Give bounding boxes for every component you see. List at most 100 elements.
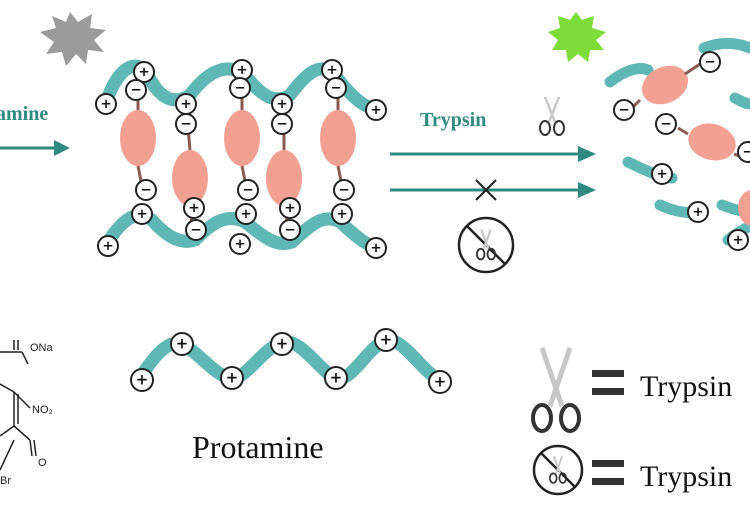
drug-particle bbox=[688, 123, 736, 161]
svg-text:+: + bbox=[176, 335, 188, 353]
svg-text:+: + bbox=[380, 331, 392, 349]
legend-label-1: Trypsin bbox=[640, 370, 732, 403]
starburst-dim-icon bbox=[40, 12, 106, 66]
drug-particle bbox=[738, 190, 750, 226]
positive-charge: + bbox=[97, 235, 119, 257]
svg-text:+: + bbox=[180, 96, 191, 112]
svg-text:−: − bbox=[338, 182, 349, 198]
svg-text:+: + bbox=[136, 371, 148, 389]
negative-charge: − bbox=[699, 51, 721, 73]
protamine-caption: Protamine bbox=[192, 429, 324, 465]
negative-charge: − bbox=[271, 113, 293, 135]
svg-text:+: + bbox=[434, 373, 446, 391]
svg-text:+: + bbox=[100, 96, 111, 112]
protamine-drug-complex: ++−+−+−+−+−+−+−+−+−+−++++ bbox=[95, 59, 387, 259]
svg-text:−: − bbox=[330, 80, 341, 96]
positive-charge: + bbox=[231, 59, 253, 81]
drug-particle bbox=[641, 65, 689, 105]
svg-text:+: + bbox=[370, 240, 381, 256]
svg-text:−: − bbox=[130, 82, 141, 98]
svg-text:+: + bbox=[732, 232, 743, 248]
svg-text:+: + bbox=[276, 96, 287, 112]
svg-text:+: + bbox=[226, 369, 238, 387]
positive-charge: + bbox=[321, 59, 343, 81]
positive-charge: + bbox=[175, 93, 197, 115]
svg-text:+: + bbox=[284, 200, 295, 216]
chem-no2: NO₂ bbox=[32, 404, 53, 416]
svg-text:+: + bbox=[330, 369, 342, 387]
svg-text:−: − bbox=[284, 222, 295, 238]
svg-text:+: + bbox=[326, 62, 337, 78]
svg-text:+: + bbox=[102, 238, 113, 254]
fragment-drugs bbox=[641, 65, 750, 226]
legend-label-2: Trypsin bbox=[640, 460, 732, 493]
svg-text:−: − bbox=[234, 80, 245, 96]
fragment-charges: − − − − + + + bbox=[613, 51, 750, 251]
svg-text:−: − bbox=[190, 222, 201, 238]
complex-charges: ++−+−+−+−+−+−+−+−+−+−++++ bbox=[95, 59, 387, 259]
svg-text:−: − bbox=[618, 102, 629, 118]
svg-text:−: − bbox=[276, 116, 287, 132]
positive-charge: + bbox=[133, 61, 155, 83]
negative-charge: − bbox=[655, 113, 677, 135]
negative-charge: − bbox=[175, 113, 197, 135]
svg-text:+: + bbox=[692, 204, 703, 220]
left-arrow bbox=[0, 140, 70, 156]
negative-charge: − bbox=[135, 179, 157, 201]
positive-charge: + bbox=[130, 368, 154, 392]
positive-charge: + bbox=[428, 370, 452, 394]
svg-text:+: + bbox=[240, 206, 251, 222]
positive-charge: + bbox=[365, 237, 387, 259]
svg-text:+: + bbox=[136, 206, 147, 222]
negative-charge: − bbox=[185, 219, 207, 241]
chem-oxygen: O bbox=[38, 457, 47, 469]
svg-text:+: + bbox=[138, 64, 149, 80]
positive-charge: + bbox=[235, 203, 257, 225]
svg-text:+: + bbox=[370, 102, 381, 118]
protamine-charges: + + + + + + + bbox=[130, 328, 452, 394]
drug-particle bbox=[224, 110, 260, 166]
legend-equals-2 bbox=[592, 460, 624, 485]
protamine-strand: + + + + + + + bbox=[130, 328, 452, 394]
svg-text:+: + bbox=[276, 335, 288, 353]
blocked-arrow bbox=[390, 179, 596, 201]
left-arrow-label: amine bbox=[0, 103, 48, 125]
legend-no-scissors-icon bbox=[532, 444, 584, 496]
no-scissors-icon bbox=[457, 216, 515, 274]
svg-text:−: − bbox=[660, 116, 671, 132]
drug-particle bbox=[320, 110, 356, 166]
svg-text:+: + bbox=[234, 236, 245, 252]
trypsin-label: Trypsin bbox=[420, 109, 486, 131]
positive-charge: + bbox=[271, 93, 293, 115]
cleavage-arrow bbox=[390, 146, 596, 162]
positive-charge: + bbox=[374, 328, 398, 352]
svg-text:+: + bbox=[236, 62, 247, 78]
negative-charge: − bbox=[125, 79, 147, 101]
scissors-small-icon bbox=[539, 96, 565, 136]
svg-text:−: − bbox=[180, 116, 191, 132]
positive-charge: + bbox=[331, 203, 353, 225]
negative-charge: − bbox=[613, 99, 635, 121]
positive-charge: + bbox=[727, 229, 749, 251]
svg-text:+: + bbox=[336, 206, 347, 222]
legend-scissors-icon bbox=[531, 347, 581, 433]
drug-particle bbox=[266, 150, 302, 206]
negative-charge: − bbox=[229, 77, 251, 99]
chemical-structure bbox=[0, 340, 37, 471]
negative-charge: − bbox=[279, 219, 301, 241]
chem-ona: ONa bbox=[30, 342, 54, 354]
negative-charge: − bbox=[325, 77, 347, 99]
positive-charge: + bbox=[270, 332, 294, 356]
svg-text:−: − bbox=[140, 182, 151, 198]
svg-text:−: − bbox=[704, 54, 715, 70]
positive-charge: + bbox=[651, 163, 673, 185]
positive-charge: + bbox=[229, 233, 251, 255]
positive-charge: + bbox=[324, 366, 348, 390]
drug-particle bbox=[172, 150, 208, 206]
negative-charge: − bbox=[737, 141, 750, 163]
starburst-bright-icon bbox=[548, 12, 606, 62]
positive-charge: + bbox=[279, 197, 301, 219]
svg-text:+: + bbox=[188, 200, 199, 216]
